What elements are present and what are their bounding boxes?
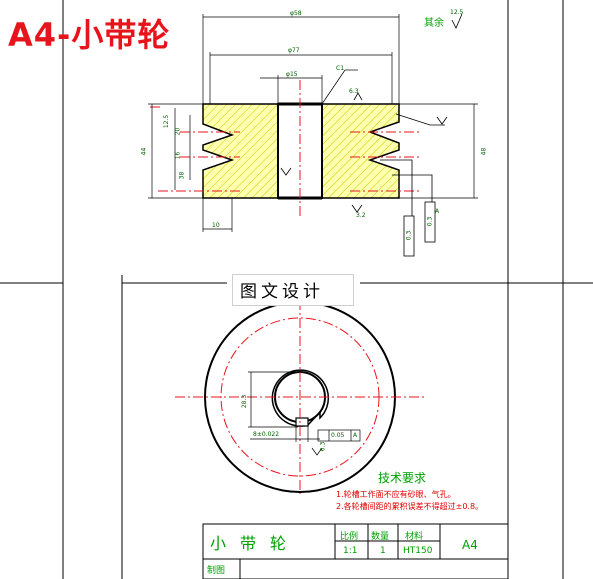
groove-dim-2: 20 — [174, 127, 182, 136]
section-view — [148, 13, 478, 257]
dim-chamfer: C1 — [336, 65, 345, 72]
symmetry-datum: A — [353, 432, 358, 439]
title-block-scale-value: 1:1 — [343, 546, 358, 556]
dim-keyway-width: 8±0.022 — [253, 431, 280, 438]
watermark-text: 图文设计 — [240, 282, 324, 302]
roughness-bottom: 3.2 — [356, 212, 366, 219]
roughness-keyway: 6.3 — [319, 441, 327, 452]
roughness-default-value: 12.5 — [450, 9, 464, 16]
title-block-material-label: 材料 — [405, 532, 424, 542]
requirements-title: 技术要求 — [378, 471, 427, 485]
title-block-size: A4 — [462, 538, 478, 552]
roughness-default-label: 其余 — [424, 18, 444, 29]
sheet-title: A4-小带轮 — [8, 16, 171, 54]
pulley-section-right — [321, 103, 400, 199]
dim-height-left: 44 — [140, 147, 148, 156]
title-block-qty-label: 数量 — [371, 532, 390, 542]
title-block-scale-label: 比例 — [340, 532, 359, 542]
pulley-section-left — [202, 103, 279, 199]
roughness-hub: 6.3 — [349, 88, 359, 95]
dim-inner-diameter: φ77 — [288, 47, 300, 54]
dim-keyway-depth: 28.3 — [241, 394, 249, 409]
front-view — [175, 300, 425, 494]
title-block-frame — [202, 523, 509, 579]
dim-width: 10 — [212, 222, 220, 229]
tolerance-datum-right: A — [435, 208, 440, 215]
requirement-item-1: 1.轮槽工作面不应有砂眼、气孔。 — [336, 490, 456, 499]
symmetry-tolerance: 0.05 — [331, 432, 345, 439]
title-block-part-name: 小带轮 — [210, 534, 301, 553]
tolerance-flat-1: 0.3 — [405, 230, 413, 241]
groove-dim-1: 12.5 — [163, 114, 171, 129]
dim-bore-diameter: φ15 — [286, 71, 298, 78]
title-block-drawn-label: 制图 — [207, 566, 226, 576]
title-block-qty-value: 1 — [380, 546, 386, 556]
requirement-item-2: 2.各轮槽间距的累积误差不得超过±0.8。 — [336, 502, 484, 511]
title-block-material-value: HT150 — [403, 546, 433, 556]
dim-height-right: 48 — [480, 147, 488, 156]
tolerance-flat-2: 0.3 — [426, 216, 434, 227]
groove-dim-3: 16 — [174, 151, 182, 160]
watermark-box — [232, 274, 354, 306]
dim-outer-diameter: φ58 — [290, 10, 302, 17]
groove-dim-4: 38 — [178, 171, 186, 180]
